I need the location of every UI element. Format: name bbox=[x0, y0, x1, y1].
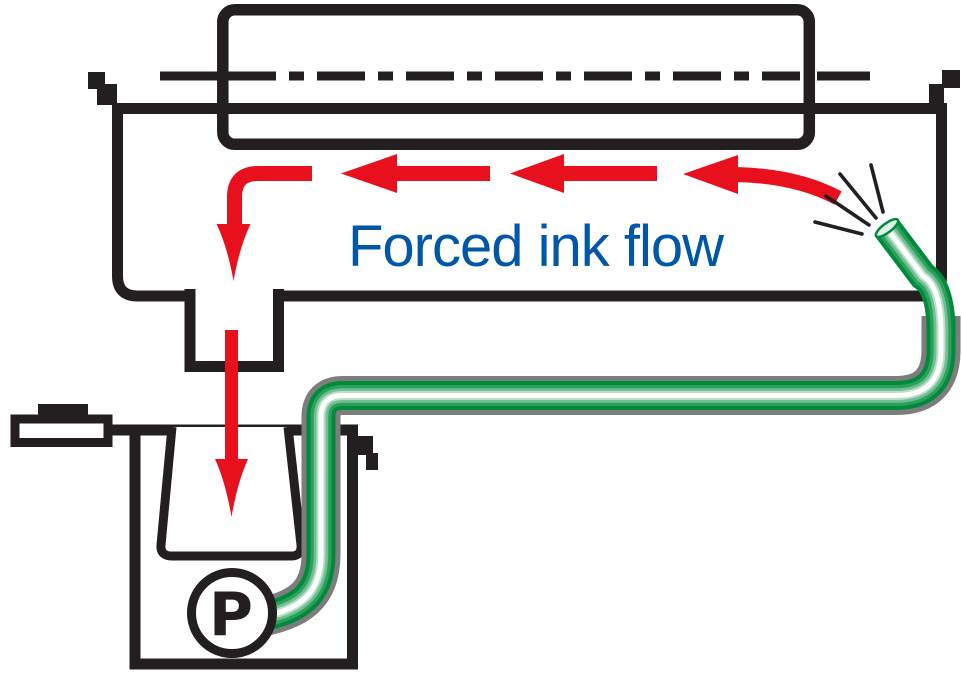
flow-arrow-left-2 bbox=[510, 154, 657, 193]
ink-flow-arrows bbox=[215, 154, 842, 517]
nozzle-tip-face bbox=[874, 217, 900, 239]
pump-circle bbox=[187, 568, 277, 658]
flow-arrow-left-1 bbox=[341, 154, 490, 193]
spray-lines-icon bbox=[813, 163, 885, 236]
flow-label: Forced ink flow bbox=[348, 214, 725, 279]
tank-fitting-cap bbox=[38, 404, 88, 420]
pump: P bbox=[187, 568, 277, 658]
hose-main bbox=[254, 316, 956, 633]
spray-nozzle bbox=[874, 217, 956, 333]
tray-rim-steps bbox=[88, 70, 960, 105]
ink-return-hose bbox=[253, 217, 961, 638]
hose-shadow bbox=[253, 316, 961, 638]
tank-rim-steps bbox=[358, 436, 378, 470]
tank-fitting bbox=[10, 414, 113, 447]
flow-arrow-down-left bbox=[216, 166, 312, 281]
flow-arrow-drain bbox=[215, 330, 248, 517]
flow-arrow-left-3 bbox=[683, 155, 842, 205]
pump-label: P bbox=[209, 580, 253, 650]
